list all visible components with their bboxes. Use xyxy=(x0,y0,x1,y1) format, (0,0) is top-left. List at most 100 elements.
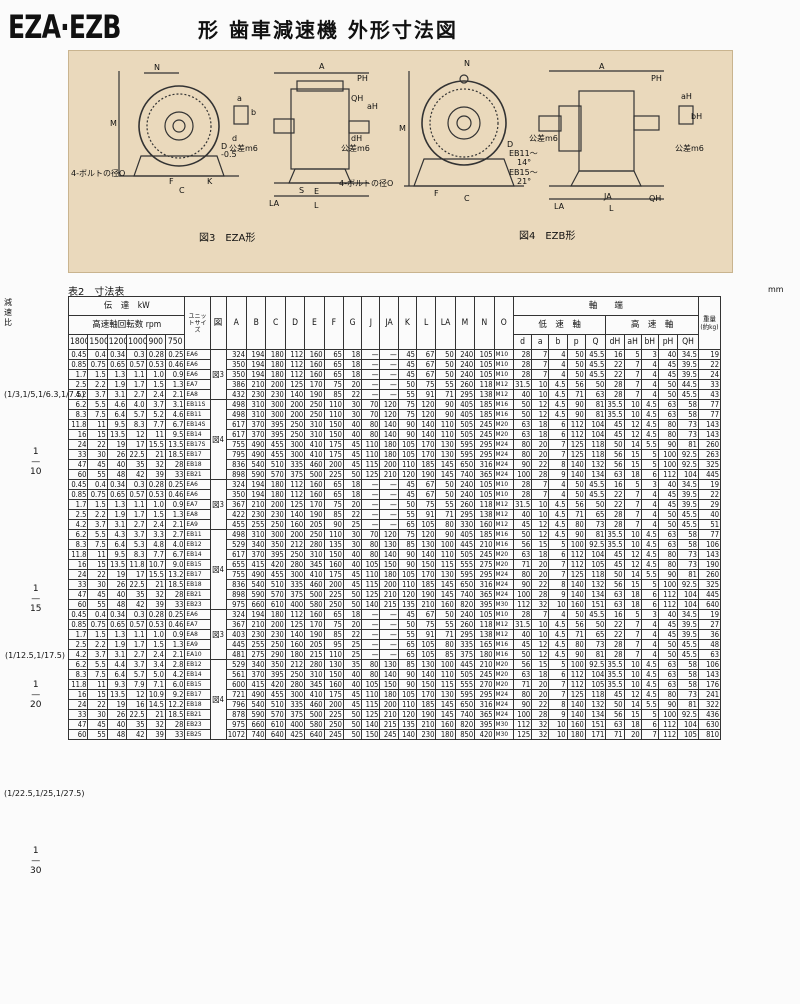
table-cell: 130 xyxy=(415,539,437,550)
table-cell: 194 xyxy=(246,489,267,500)
table-cell: 540 xyxy=(246,699,267,710)
table-cell: 410 xyxy=(304,439,325,450)
table-cell: 20 xyxy=(531,449,550,460)
table-cell: EA6 xyxy=(184,489,211,500)
table-cell: 10 xyxy=(531,499,550,510)
dim-LA-2: LA xyxy=(554,202,565,211)
table-cell: 180 xyxy=(265,359,286,370)
table-cell: 2.7 xyxy=(126,649,147,660)
table-cell: 110 xyxy=(361,689,381,700)
table-cell: 230 xyxy=(246,389,267,400)
table-cell: 100 xyxy=(512,589,533,600)
table-cell: 44.5 xyxy=(677,379,699,390)
table-cell: 898 xyxy=(225,469,248,480)
table-cell: EB17S xyxy=(184,439,211,450)
table-cell: M24 xyxy=(493,469,514,480)
table-cell: EB14 xyxy=(184,429,211,440)
table-cell: 4 xyxy=(548,359,568,370)
table-cell: 26 xyxy=(106,709,128,720)
table-cell: — xyxy=(361,639,381,650)
table-cell: M12 xyxy=(493,629,514,640)
table-cell: 55 xyxy=(397,629,417,640)
table-cell: 135 xyxy=(397,719,417,730)
dim-a-1: a xyxy=(237,94,242,103)
table-cell: 45 xyxy=(342,459,363,470)
table-cell: M10 xyxy=(493,479,514,490)
table-cell: 7.5 xyxy=(87,669,108,680)
table-cell: 617 xyxy=(225,419,248,430)
table-cell: 12.2 xyxy=(164,699,186,710)
table-cell: 15 xyxy=(531,539,550,550)
table-cell: 67 xyxy=(415,349,437,360)
table-cell: 92.5 xyxy=(677,459,699,470)
table-cell: 40 xyxy=(697,509,722,520)
table-cell: 4.0 xyxy=(126,399,147,410)
table-cell: 796 xyxy=(225,699,248,710)
table-cell: 4.5 xyxy=(548,399,568,410)
table-cell: 100 xyxy=(512,469,533,480)
dim-PH-2: PH xyxy=(651,74,662,83)
table-cell: 110 xyxy=(361,569,381,580)
power-header: 伝 達 kW xyxy=(67,296,186,316)
table-cell: M24 xyxy=(493,569,514,580)
col-J: J xyxy=(361,296,381,350)
table-cell: EA6 xyxy=(184,479,211,490)
table-cell: 112 xyxy=(284,479,306,490)
table-cell: 100 xyxy=(657,579,679,590)
table-cell: 22 xyxy=(87,569,108,580)
table-cell: 250 xyxy=(323,719,344,730)
title-block: EZA·EZB 形 歯車減速機 外形寸法図 xyxy=(8,8,456,48)
table-cell: 56 xyxy=(605,449,625,460)
table-cell: 445 xyxy=(454,659,476,670)
table-cell: 740 xyxy=(246,729,267,740)
table-cell: 4.2 xyxy=(67,519,89,530)
table-cell: 185 xyxy=(474,409,495,420)
table-cell: 39 xyxy=(145,469,166,480)
table-cell: 45.5 xyxy=(677,389,699,400)
table-cell: 90 xyxy=(397,419,417,430)
table-cell: 18 xyxy=(342,479,363,490)
table-cell: 60 xyxy=(67,729,89,740)
table-cell: 721 xyxy=(225,689,248,700)
rpm-1200: 1200 xyxy=(106,334,128,350)
table-cell: 138 xyxy=(474,629,495,640)
table-cell: 505 xyxy=(454,669,476,680)
table-cell: 45.5 xyxy=(584,479,607,490)
table-cell: 650 xyxy=(454,699,476,710)
table-cell: 33 xyxy=(67,709,89,720)
table-cell: 200 xyxy=(379,699,399,710)
table-cell: 65 xyxy=(584,629,607,640)
table-cell: 316 xyxy=(474,579,495,590)
table-cell: 3 xyxy=(640,349,659,360)
table-cell: 5.5 xyxy=(87,529,108,540)
table-cell: 22 xyxy=(87,439,108,450)
table-cell: 33 xyxy=(164,599,186,610)
table-cell: 71 xyxy=(566,389,586,400)
table-cell: 22 xyxy=(605,369,625,380)
table-cell: 7 xyxy=(531,359,550,370)
table-cell: 617 xyxy=(225,429,248,440)
table-cell: 145 xyxy=(435,589,456,600)
table-cell: — xyxy=(379,519,399,530)
ratio-frac-15: 1—15 xyxy=(30,584,42,614)
bolt-note-eza: 4-ボルトの径O xyxy=(71,168,125,178)
table-cell: 34.5 xyxy=(677,479,699,490)
table-cell: 29 xyxy=(697,499,722,510)
table-cell: 650 xyxy=(454,579,476,590)
table-cell: 85 xyxy=(435,649,456,660)
col-K: K xyxy=(397,296,417,350)
table-cell: 240 xyxy=(454,479,476,490)
table-cell: 105 xyxy=(677,729,699,740)
table-cell: 63 xyxy=(657,399,679,410)
table-cell: 112 xyxy=(284,489,306,500)
table-cell: 58 xyxy=(677,669,699,680)
col-a: a xyxy=(531,334,550,350)
table-cell: EA10 xyxy=(184,649,211,660)
table-cell: M24 xyxy=(493,459,514,470)
table-cell: 92.5 xyxy=(677,449,699,460)
table-cell: EB15 xyxy=(184,679,211,690)
table-cell: 90 xyxy=(657,439,679,450)
table-cell: EB17 xyxy=(184,449,211,460)
